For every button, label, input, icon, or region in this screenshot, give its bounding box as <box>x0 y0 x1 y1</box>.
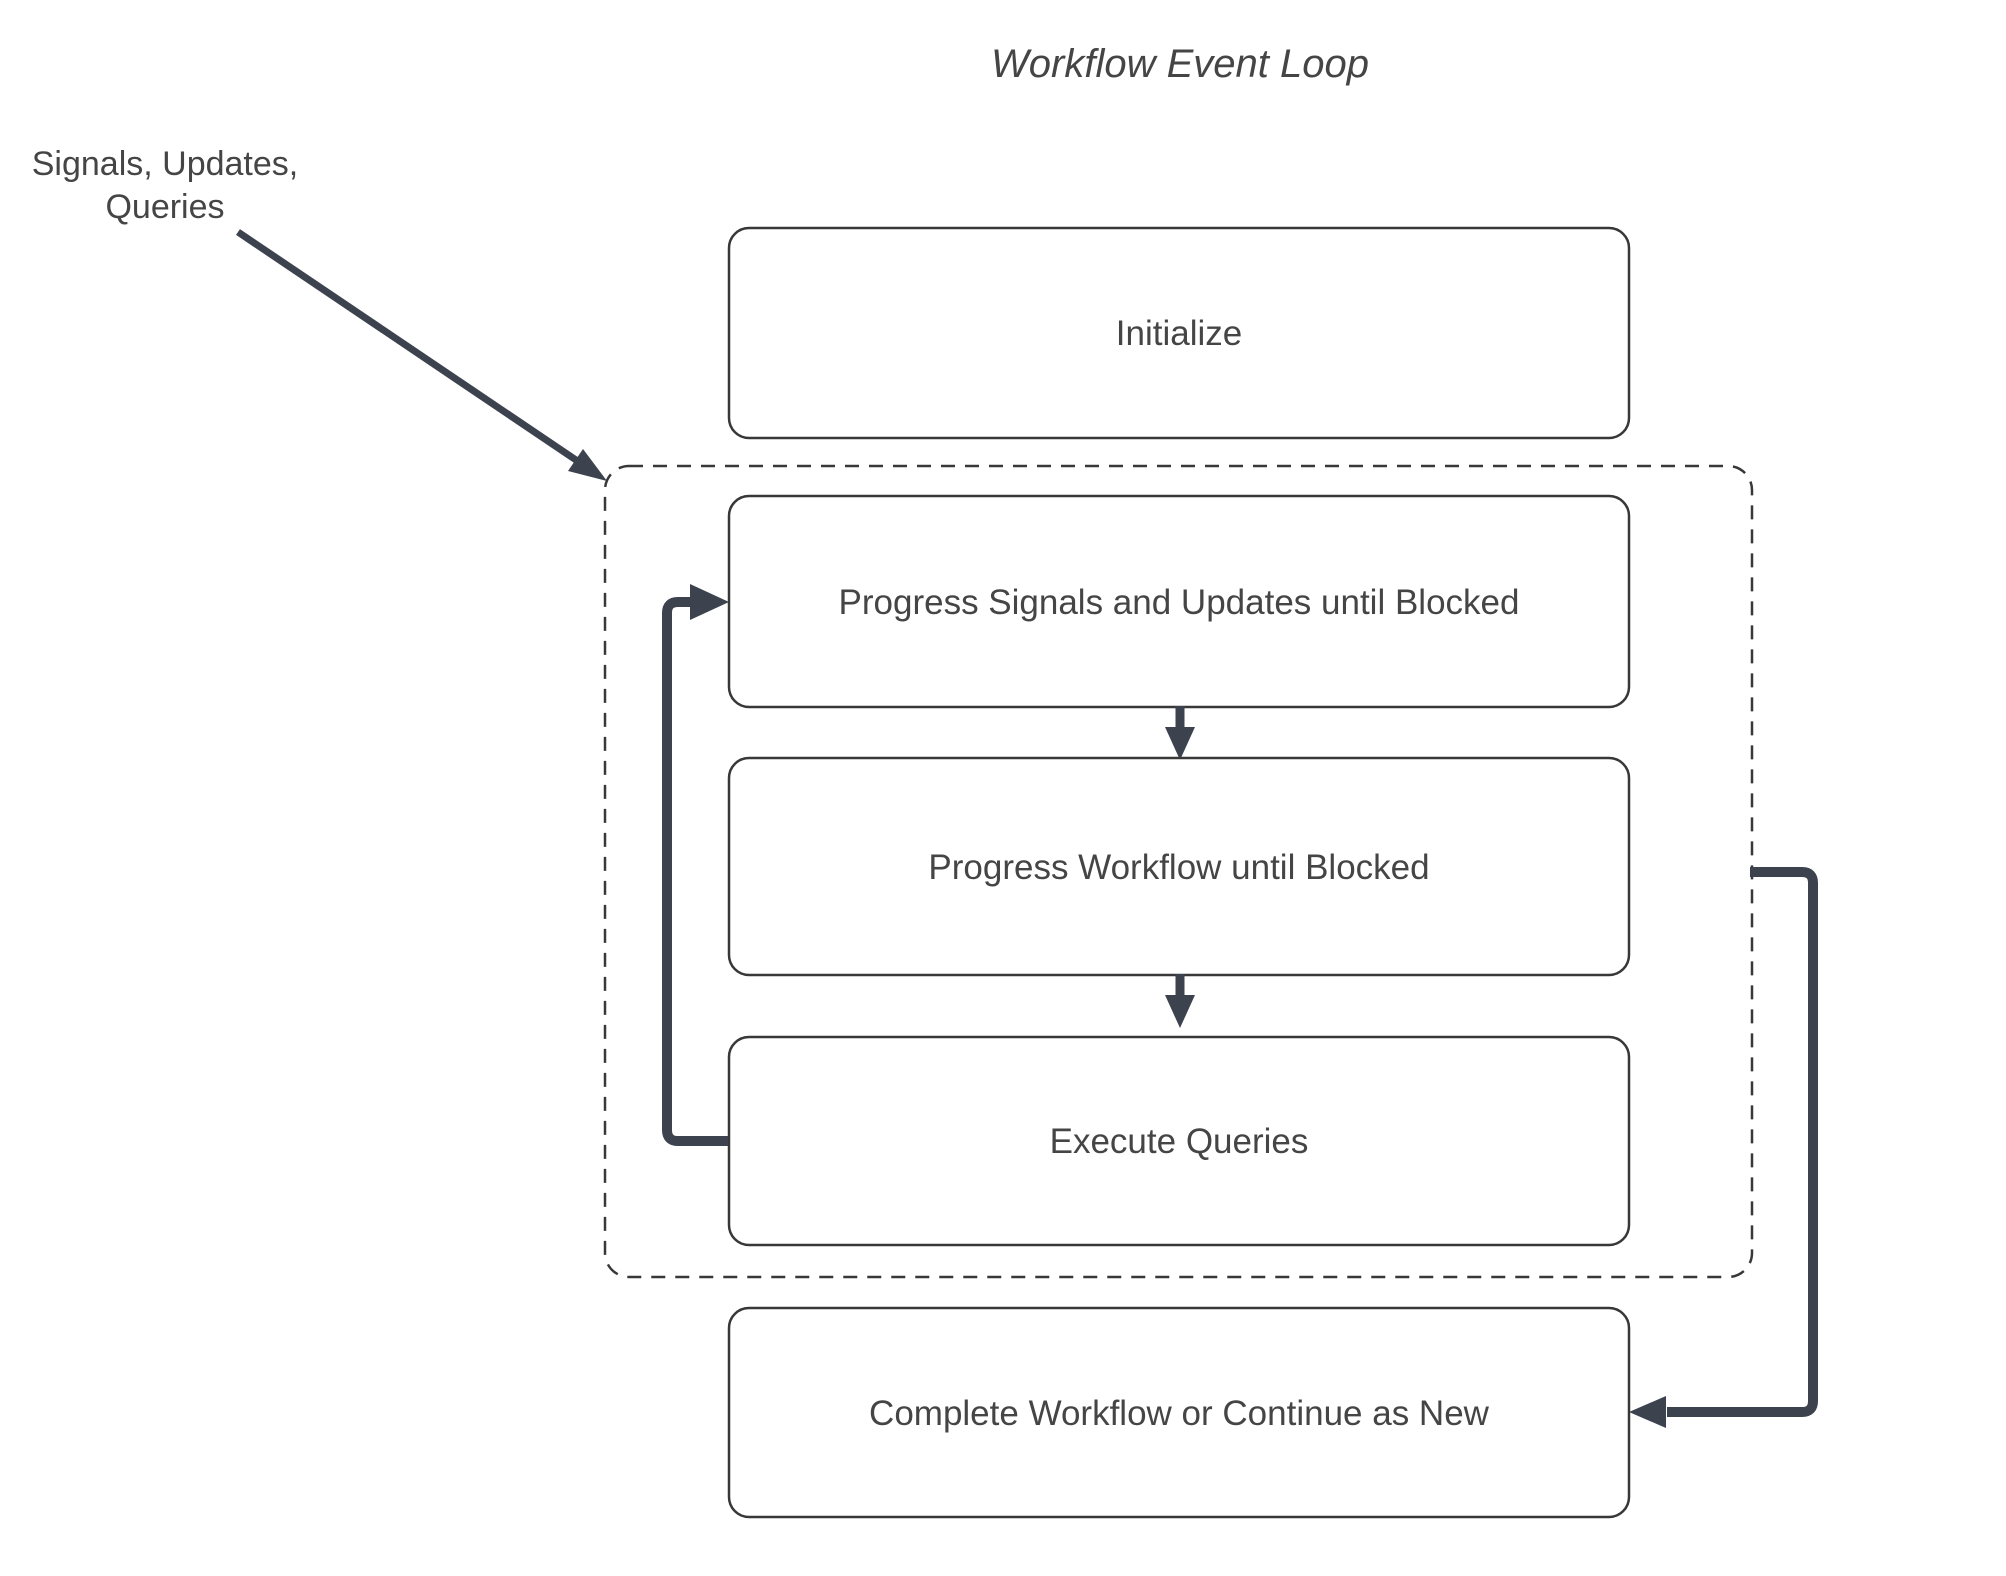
arrow-loop-to-complete <box>1629 867 1818 1428</box>
node-complete-workflow-label: Complete Workflow or Continue as New <box>869 1394 1490 1433</box>
node-initialize-box <box>727 226 1631 440</box>
external-input-label-line1: Signals, Updates, <box>32 145 299 183</box>
arrow-signals-to-workflow <box>1165 706 1195 760</box>
arrow-queries-loopback-to-signals <box>662 584 729 1146</box>
arrow-loop-to-complete-line <box>1667 867 1818 1417</box>
diagram-title: Workflow Event Loop <box>991 42 1369 86</box>
node-initialize-label: Initialize <box>1116 314 1242 353</box>
node-progress-workflow-label: Progress Workflow until Blocked <box>928 848 1429 887</box>
arrow-loop-to-complete-head <box>1629 1396 1666 1428</box>
external-input-label-line2: Queries <box>105 188 224 226</box>
arrow-external-input-to-loop <box>236 229 607 481</box>
arrow-queries-loopback-line <box>662 597 728 1146</box>
node-execute-queries-label: Execute Queries <box>1050 1122 1309 1161</box>
arrow-workflow-to-queries <box>1165 974 1195 1028</box>
arrow-queries-loopback-head <box>690 584 729 620</box>
arrow-external-input-line <box>236 229 578 463</box>
arrow-workflow-to-queries-head <box>1165 995 1195 1028</box>
arrow-external-input-head <box>568 449 607 481</box>
node-execute-queries-box <box>727 1035 1631 1247</box>
node-complete-workflow-box <box>727 1306 1631 1519</box>
arrow-signals-to-workflow-head <box>1165 727 1195 760</box>
node-progress-signals-label: Progress Signals and Updates until Block… <box>839 583 1520 622</box>
